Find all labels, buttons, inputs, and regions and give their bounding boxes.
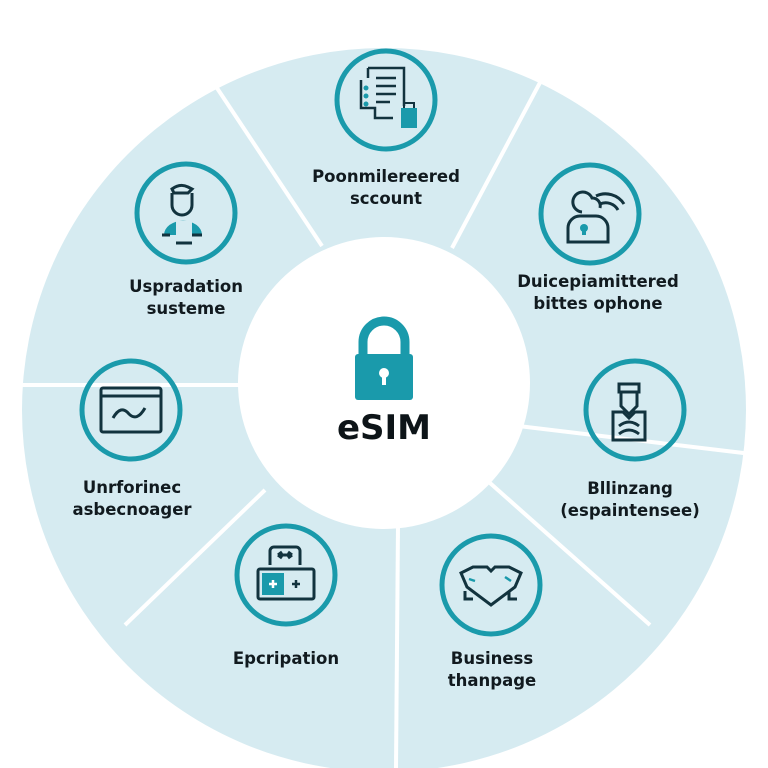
segment-label-line2: sccount	[349, 189, 423, 208]
segment-label-line1: Duicepiamittered	[517, 272, 679, 291]
segment-label-line1: Poonmilereered	[312, 167, 460, 186]
chart-window-icon	[79, 358, 183, 462]
segment-label-line2: (espaintensee)	[560, 501, 700, 520]
document-lock-icon	[334, 48, 438, 152]
segment-label-upgrade: Uspradation susteme	[129, 276, 243, 320]
segment-label-line1: Business	[450, 649, 534, 668]
segment-label-billing: Bllinzang (espaintensee)	[560, 478, 699, 522]
person-badge-icon	[583, 358, 687, 462]
segment-label-line2: asbecnoager	[72, 500, 192, 519]
segment-label-line1: Uspradation	[129, 277, 243, 296]
padlock-icon	[355, 316, 413, 400]
segment-label-line1: Epcripation	[232, 649, 340, 668]
segment-label-phone: Duicepiamittered bittes ophone	[517, 271, 679, 315]
segment-label-line2: susteme	[146, 299, 226, 318]
segment-label-line1: Unrforinec	[82, 478, 182, 497]
segment-label-encryption: Epcripation	[233, 648, 339, 670]
card-transfer-icon	[234, 523, 338, 627]
segment-label-account: Poonmilereered sccount	[312, 166, 460, 210]
user-profile-icon	[134, 161, 238, 265]
user-cloud-lock-icon	[538, 162, 642, 266]
segment-label-analytics: Unrforinec asbecnoager	[72, 477, 191, 521]
center-title: eSIM	[336, 408, 432, 448]
segment-label-line2: thanpage	[447, 671, 537, 690]
segment-label-line1: Bllinzang	[587, 479, 673, 498]
segment-label-line2: bittes ophone	[533, 294, 663, 313]
segment-label-business: Business thanpage	[448, 648, 536, 692]
handshake-icon	[439, 533, 543, 637]
